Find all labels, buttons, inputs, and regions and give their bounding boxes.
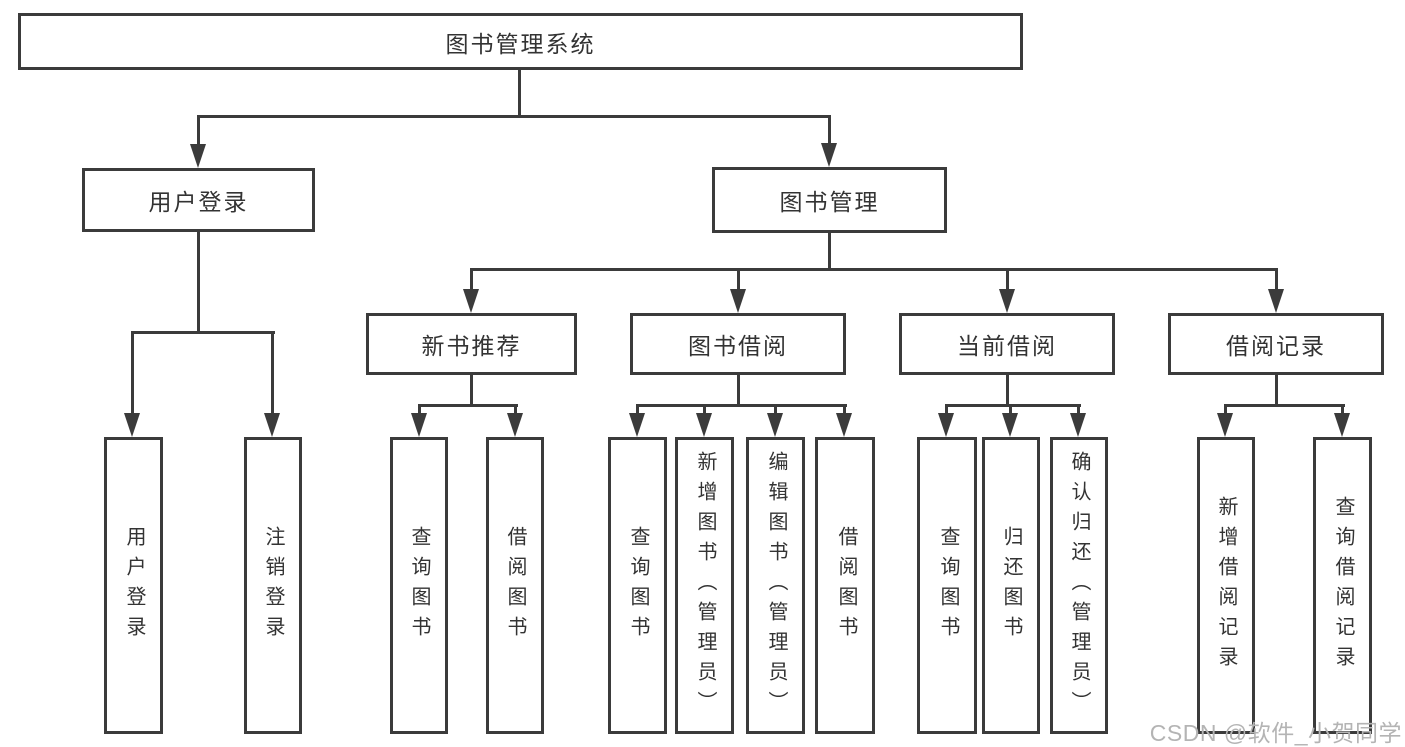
connector-line bbox=[518, 70, 521, 117]
connector-line bbox=[197, 115, 831, 118]
arrow-down-icon bbox=[938, 413, 954, 437]
arrow-down-icon bbox=[1268, 289, 1284, 313]
node-library-management-system: 图书管理系统 bbox=[18, 13, 1023, 70]
watermark-csdn: CSDN @软件_小贺同学 bbox=[1149, 720, 1402, 746]
node-book-borrowing: 图书借阅 bbox=[630, 313, 846, 375]
connector-line bbox=[636, 404, 847, 407]
connector-line bbox=[828, 233, 831, 271]
leaf-add-book-admin: 新增图书（管理员） bbox=[675, 437, 734, 734]
connector-line bbox=[470, 268, 1278, 271]
connector-line bbox=[1275, 271, 1278, 291]
connector-line bbox=[197, 232, 200, 333]
connector-line bbox=[1006, 375, 1009, 407]
connector-line bbox=[828, 118, 831, 146]
leaf-add-borrow-record: 新增借阅记录 bbox=[1197, 437, 1255, 734]
arrow-down-icon bbox=[1002, 413, 1018, 437]
connector-line bbox=[1009, 407, 1012, 415]
leaf-user-login: 用户登录 bbox=[104, 437, 163, 734]
arrow-down-icon bbox=[124, 413, 140, 437]
connector-line bbox=[470, 271, 473, 291]
arrow-down-icon bbox=[264, 413, 280, 437]
connector-line bbox=[418, 404, 518, 407]
leaf-confirm-return-admin: 确认归还（管理员） bbox=[1050, 437, 1108, 734]
arrow-down-icon bbox=[1217, 413, 1233, 437]
arrow-down-icon bbox=[730, 289, 746, 313]
node-user-login: 用户登录 bbox=[82, 168, 315, 232]
leaf-borrow-books: 借阅图书 bbox=[815, 437, 875, 734]
connector-line bbox=[945, 407, 948, 415]
connector-line bbox=[774, 407, 777, 415]
arrow-down-icon bbox=[767, 413, 783, 437]
arrow-down-icon bbox=[463, 289, 479, 313]
leaf-logout: 注销登录 bbox=[244, 437, 302, 734]
leaf-query-books: 查询图书 bbox=[390, 437, 448, 734]
leaf-query-books: 查询图书 bbox=[917, 437, 977, 734]
leaf-borrow-books: 借阅图书 bbox=[486, 437, 544, 734]
arrow-down-icon bbox=[629, 413, 645, 437]
arrow-down-icon bbox=[696, 413, 712, 437]
connector-line bbox=[1224, 404, 1345, 407]
connector-line bbox=[737, 375, 740, 407]
connector-line bbox=[737, 271, 740, 291]
connector-line bbox=[843, 407, 846, 415]
connector-line bbox=[703, 407, 706, 415]
arrow-down-icon bbox=[999, 289, 1015, 313]
leaf-query-books: 查询图书 bbox=[608, 437, 667, 734]
leaf-query-borrow-record: 查询借阅记录 bbox=[1313, 437, 1372, 734]
node-new-book-recommendation: 新书推荐 bbox=[366, 313, 577, 375]
node-borrowing-records: 借阅记录 bbox=[1168, 313, 1384, 375]
connector-line bbox=[1077, 407, 1080, 415]
arrow-down-icon bbox=[1334, 413, 1350, 437]
arrow-down-icon bbox=[190, 144, 206, 168]
connector-line bbox=[470, 375, 473, 407]
node-current-borrowing: 当前借阅 bbox=[899, 313, 1115, 375]
arrow-down-icon bbox=[821, 143, 837, 167]
connector-line bbox=[197, 118, 200, 146]
node-book-management: 图书管理 bbox=[712, 167, 947, 233]
connector-line bbox=[1006, 271, 1009, 291]
arrow-down-icon bbox=[507, 413, 523, 437]
arrow-down-icon bbox=[411, 413, 427, 437]
connector-line bbox=[514, 407, 517, 415]
leaf-return-book: 归还图书 bbox=[982, 437, 1040, 734]
arrow-down-icon bbox=[1070, 413, 1086, 437]
connector-line bbox=[131, 334, 134, 414]
connector-line bbox=[418, 407, 421, 415]
connector-line bbox=[271, 334, 274, 414]
leaf-edit-book-admin: 编辑图书（管理员） bbox=[746, 437, 805, 734]
arrow-down-icon bbox=[836, 413, 852, 437]
connector-line bbox=[1224, 407, 1227, 415]
connector-line bbox=[636, 407, 639, 415]
connector-line bbox=[1275, 375, 1278, 407]
connector-line bbox=[945, 404, 1081, 407]
connector-line bbox=[131, 331, 275, 334]
connector-line bbox=[1341, 407, 1344, 415]
